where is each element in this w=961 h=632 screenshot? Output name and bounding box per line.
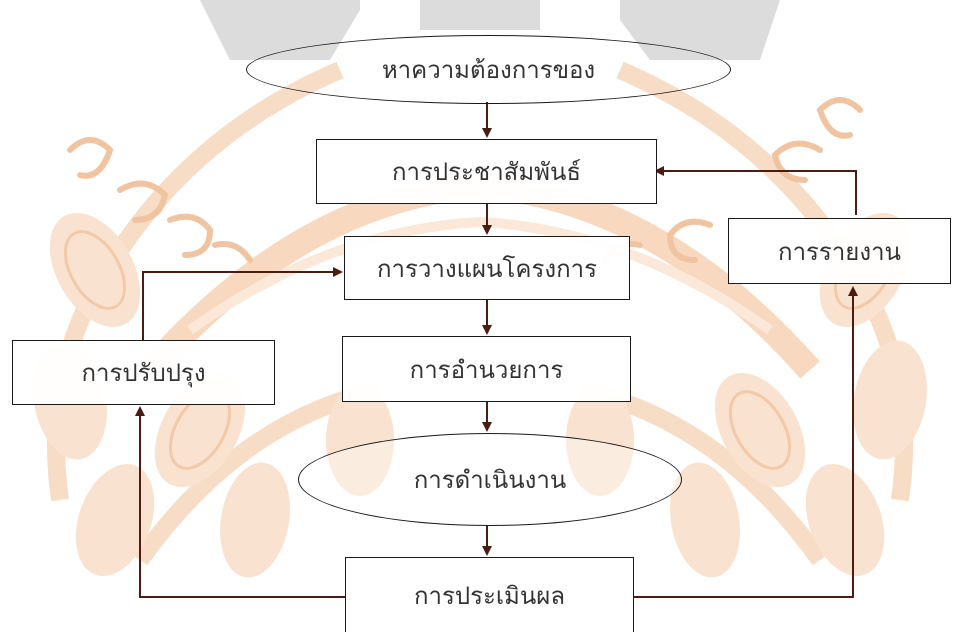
node-improvement-label: การปรับปรุง xyxy=(81,359,206,387)
node-planning: การวางแผนโครงการ xyxy=(344,236,630,300)
node-pr: การประชาสัมพันธ์ xyxy=(316,139,657,204)
node-reporting-label: การรายงาน xyxy=(778,237,901,266)
arrow-improvement-to-planning xyxy=(142,267,343,340)
node-operation: การดำเนินงาน xyxy=(298,433,682,526)
arrow-reporting-to-pr xyxy=(654,166,857,215)
arrow-evaluation-to-reporting xyxy=(633,286,858,598)
node-needs-label: หาความต้องการของ xyxy=(381,56,596,84)
node-improvement: การปรับปรุง xyxy=(12,340,275,405)
node-directing-label: การอำนวยการ xyxy=(409,355,564,384)
node-directing: การอำนวยการ xyxy=(342,336,631,402)
node-pr-label: การประชาสัมพันธ์ xyxy=(391,158,582,186)
node-evaluation-label: การประเมินผล xyxy=(413,581,566,610)
node-planning-label: การวางแผนโครงการ xyxy=(377,254,597,283)
node-needs: หาความต้องการของ xyxy=(246,35,731,104)
node-operation-label: การดำเนินงาน xyxy=(413,466,567,494)
node-reporting: การรายงาน xyxy=(728,218,951,284)
node-evaluation: การประเมินผล xyxy=(345,557,634,632)
flow-connectors xyxy=(135,102,858,598)
arrow-evaluation-to-improvement xyxy=(135,406,345,598)
